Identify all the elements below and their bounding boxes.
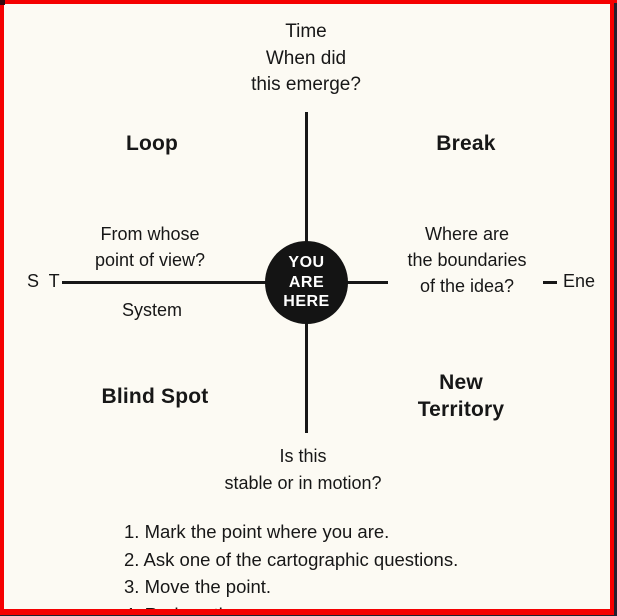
quadrant-label-new-territory-line-1: New: [439, 371, 483, 394]
axis-top-title: Time: [285, 21, 327, 42]
horizontal-axis-line: [62, 281, 388, 284]
axis-right-question-line-1: Where are: [424, 224, 510, 244]
you-are-here-line-3: HERE: [283, 293, 330, 311]
quadrant-label-new-territory: New Territory: [386, 369, 536, 423]
quadrant-label-blind-spot: Blind Spot: [101, 385, 209, 408]
you-are-here-line-2: ARE: [288, 273, 325, 291]
horizontal-axis-dash: [543, 281, 557, 284]
you-are-here-marker: YOU ARE HERE: [265, 241, 348, 324]
axis-left-question-line-2: point of view?: [94, 250, 206, 270]
axis-left-edge-label: S T: [27, 271, 63, 291]
you-are-here-line-1: YOU: [288, 254, 325, 272]
axis-right-question-line-2: the boundaries: [407, 250, 527, 270]
instruction-item-2: 2. Ask one of the cartographic questions…: [124, 548, 459, 570]
quadrant-label-break: Break: [436, 132, 496, 155]
corner-handle-dot: [0, 0, 5, 5]
instruction-list: 1. Mark the point where you are. 2. Ask …: [124, 518, 458, 616]
quadrant-label-new-territory-line-2: Territory: [417, 398, 505, 421]
axis-left-system-label: System: [121, 300, 182, 320]
axis-right-question: Where are the boundaries of the idea?: [377, 221, 557, 299]
axis-top-label: Time When did this emerge?: [206, 19, 406, 99]
axis-right-edge-label: Ene: [563, 271, 596, 291]
axis-left-question-line-1: From whose: [100, 224, 200, 244]
axis-bottom-question: Is this stable or in motion?: [193, 443, 413, 497]
axis-left-question: From whose point of view?: [50, 221, 250, 273]
axis-top-question-line-1: When did: [265, 47, 347, 69]
quadrant-label-loop: Loop: [125, 132, 179, 155]
instruction-item-3: 3. Move the point.: [124, 576, 272, 597]
axis-top-question-line-2: this emerge?: [251, 74, 361, 95]
axis-right-question-line-3: of the idea?: [419, 276, 515, 296]
axis-bottom-question-line-1: Is this: [279, 446, 327, 466]
axis-bottom-question-line-2: stable or in motion?: [224, 473, 382, 493]
instruction-item-1: 1. Mark the point where you are.: [124, 521, 390, 542]
